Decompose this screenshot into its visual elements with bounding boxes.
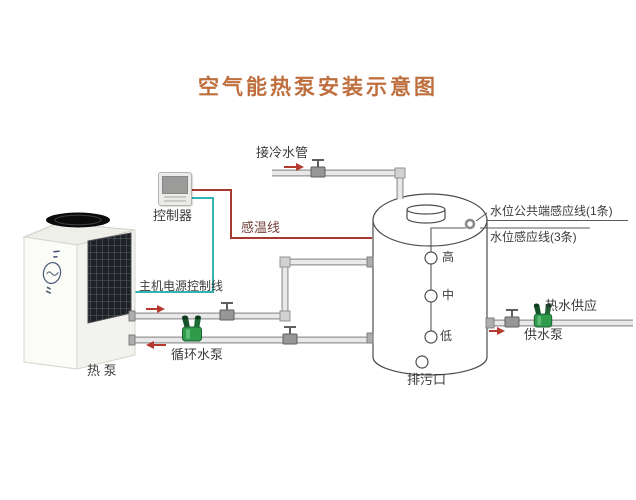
power-control-wire-label: 主机电源控制线 bbox=[139, 279, 224, 293]
circulation-pump-icon bbox=[182, 315, 202, 342]
flange bbox=[366, 332, 374, 344]
circulation-pump-label: 循环水泵 bbox=[171, 347, 224, 362]
pipe-flanges bbox=[128, 256, 495, 346]
hot-water-supply-label: 热水供应 bbox=[545, 298, 598, 313]
valve-icon bbox=[504, 309, 520, 328]
fan-ring-icon bbox=[54, 214, 102, 226]
pipe-joints bbox=[279, 167, 406, 322]
drain-port bbox=[415, 355, 429, 369]
level-high-label: 高 bbox=[442, 250, 455, 264]
level-sensor-wire-label: 水位感应线(3条) bbox=[490, 230, 577, 244]
temp-sensor-wire-label: 感温线 bbox=[241, 220, 281, 235]
flange bbox=[485, 317, 495, 329]
level-common-wire-label: 水位公共端感应线(1条) bbox=[490, 204, 613, 218]
flow-arrow-right-icon bbox=[489, 327, 505, 335]
valve-icon bbox=[282, 326, 298, 345]
heat-pump-front-face bbox=[23, 236, 78, 370]
valve-icon bbox=[310, 159, 326, 178]
flow-arrow-left-icon bbox=[146, 341, 166, 349]
heat-pump-unit bbox=[22, 212, 136, 370]
controller-screen bbox=[162, 176, 188, 194]
level-mid-label: 中 bbox=[442, 288, 455, 302]
elbow-joint bbox=[394, 167, 406, 179]
heat-exchanger-grille-icon bbox=[87, 232, 132, 324]
controller-label: 控制器 bbox=[153, 208, 193, 223]
elbow-joint bbox=[279, 256, 291, 268]
valve-icon bbox=[219, 302, 235, 321]
elbow-joint bbox=[279, 310, 291, 322]
flow-arrow-right-icon bbox=[146, 305, 165, 313]
controller-device bbox=[158, 172, 192, 206]
level-low-label: 低 bbox=[440, 329, 453, 343]
drain-outlet-label: 排污口 bbox=[407, 372, 447, 387]
leader-common-wire bbox=[475, 212, 488, 222]
label-leader-lines bbox=[475, 212, 628, 229]
controller-buttons bbox=[159, 196, 191, 202]
temp-sensor-wire bbox=[191, 189, 372, 239]
cold-water-pipe bbox=[272, 169, 404, 199]
heat-pump-label: 热 泵 bbox=[87, 363, 117, 378]
level-high-port bbox=[424, 251, 438, 265]
level-low-port bbox=[424, 330, 438, 344]
flow-arrows bbox=[146, 163, 505, 349]
flange bbox=[366, 256, 374, 268]
flange bbox=[128, 310, 136, 322]
water-tank bbox=[372, 193, 488, 376]
sensor-gland-icon bbox=[464, 218, 476, 230]
tank-cap-top bbox=[406, 204, 446, 215]
flow-arrow-right-icon bbox=[284, 163, 304, 171]
diagram-title: 空气能热泵安装示意图 bbox=[198, 76, 438, 99]
valves bbox=[219, 159, 520, 345]
power-control-wire bbox=[132, 197, 214, 293]
flange bbox=[128, 334, 136, 346]
level-mid-port bbox=[424, 289, 438, 303]
supply-pump-icon bbox=[533, 303, 553, 328]
supply-pump-label: 供水泵 bbox=[524, 327, 564, 342]
brand-logo bbox=[42, 250, 62, 294]
cold-water-inlet-label: 接冷水管 bbox=[256, 145, 309, 160]
